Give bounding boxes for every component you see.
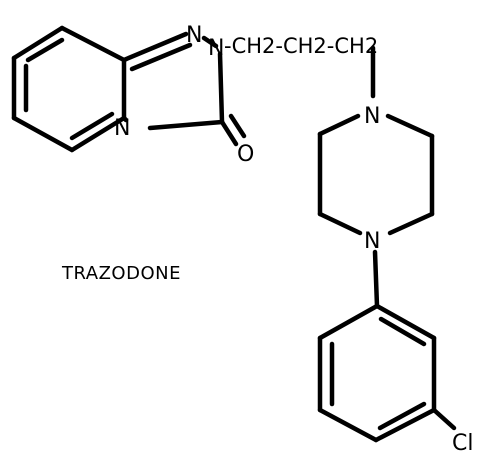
- bond: [317, 303, 380, 341]
- compound-name: TRAZODONE: [61, 263, 181, 284]
- bond: [374, 303, 437, 341]
- carbonyl-bond: [219, 119, 239, 147]
- bond: [385, 113, 435, 139]
- double-bond: [25, 37, 65, 63]
- bond: [11, 115, 75, 153]
- atom-labels: N N -CH2-CH2-CH2 N O N N Cl: [114, 23, 473, 456]
- bond: [147, 119, 225, 131]
- bond: [11, 25, 65, 61]
- atom-n-chain: N: [208, 36, 224, 61]
- carbonyl-bond: [228, 113, 247, 139]
- atom-n-triazole: N: [186, 23, 202, 48]
- bond: [121, 31, 189, 63]
- bond: [387, 211, 435, 236]
- chain-label: -CH2-CH2-CH2: [224, 34, 378, 58]
- double-bond: [69, 111, 115, 141]
- double-bond: [377, 401, 427, 431]
- bond: [317, 113, 361, 137]
- bond: [373, 407, 437, 443]
- double-bond: [129, 42, 193, 72]
- bond: [201, 35, 219, 49]
- bond: [59, 25, 127, 63]
- bond: [121, 115, 129, 123]
- atom-chlorine: Cl: [452, 431, 473, 456]
- bond: [69, 115, 127, 153]
- bond: [372, 249, 380, 309]
- bonds: [11, 25, 457, 443]
- bond: [431, 407, 457, 431]
- atom-n-piperazine-bottom: N: [364, 229, 380, 254]
- bond: [217, 51, 225, 125]
- atom-carbonyl-o: O: [237, 142, 254, 167]
- bond: [317, 211, 363, 236]
- bond: [317, 407, 379, 443]
- atom-n-bridge: N: [114, 116, 130, 141]
- double-bond: [378, 316, 427, 347]
- atom-n-piperazine-top: N: [364, 104, 380, 129]
